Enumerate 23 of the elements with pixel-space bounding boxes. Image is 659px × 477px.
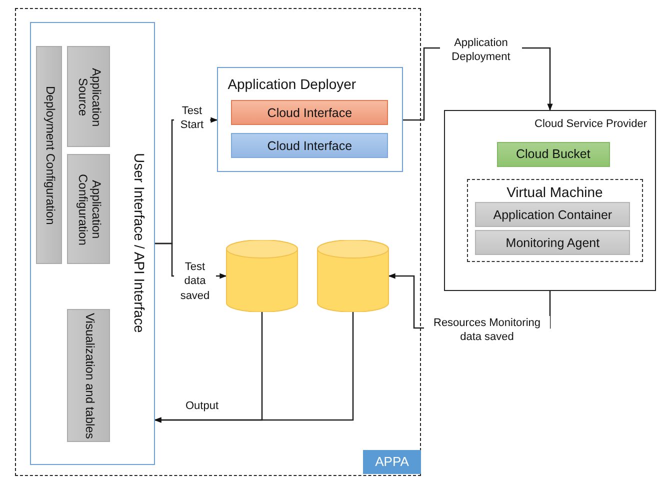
config-panel: Deployment Configuration — [36, 46, 62, 264]
box-title: Application Deployer — [228, 74, 356, 94]
database-cylinder — [226, 240, 298, 312]
box-title: Virtual Machine — [506, 182, 604, 202]
interface-bar: Cloud Interface — [231, 100, 388, 126]
system-boundary — [15, 8, 421, 476]
system-label: APPA — [363, 450, 421, 474]
deployer-box — [216, 66, 403, 172]
interface-panel — [30, 22, 155, 465]
visualization-panel: Visualization and tables — [67, 309, 110, 442]
source-panel: Application Source — [67, 46, 110, 148]
config-panel: Application Configuration — [67, 154, 110, 264]
provider-box — [444, 110, 656, 291]
box-title: Cloud Service Provider — [534, 116, 647, 132]
agent-bar: Monitoring Agent — [475, 230, 630, 256]
vm-box — [466, 178, 643, 262]
panel-title: User Interface / API Interface — [130, 152, 149, 336]
database-cylinder — [316, 240, 389, 312]
edge-label: Application Deployment — [440, 36, 522, 65]
arrow — [154, 312, 354, 423]
container-bar: Application Container — [475, 202, 630, 228]
interface-bar: Cloud Interface — [231, 133, 388, 158]
bucket-bar: Cloud Bucket — [496, 142, 610, 167]
